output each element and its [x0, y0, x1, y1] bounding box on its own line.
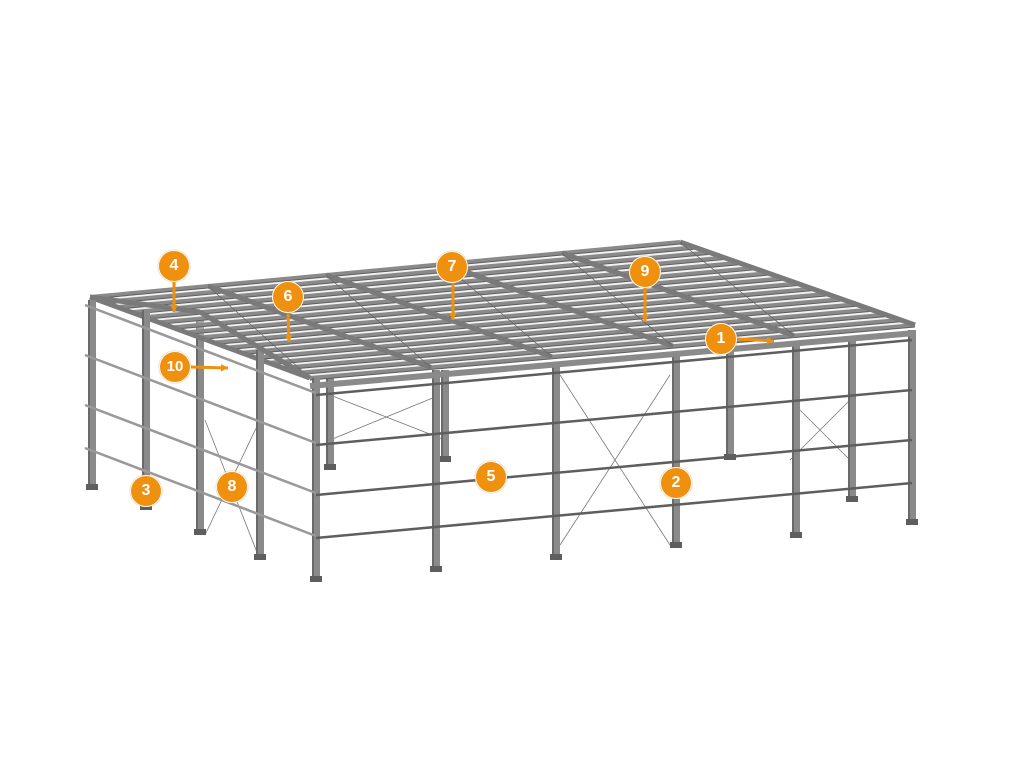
roof-purlin-edge — [254, 305, 857, 361]
roof-purlin — [103, 245, 695, 305]
back-wall-frame — [194, 318, 858, 535]
roof-purlin-edge — [199, 285, 798, 340]
tension-rod-bracing — [329, 394, 446, 441]
roof-rafter — [207, 283, 432, 370]
roof-purlin-edge — [268, 310, 871, 366]
roof-purlin-edge — [213, 290, 813, 346]
roof-purlin — [131, 255, 725, 315]
arrow-head-icon — [284, 334, 293, 342]
roof-rafter — [89, 294, 311, 381]
callout-5[interactable]: 5 — [475, 461, 507, 493]
callout-1[interactable]: 1 — [705, 323, 737, 355]
roof-purlin — [117, 250, 710, 310]
roof-rafter — [679, 239, 916, 328]
roof-purlin — [282, 312, 886, 370]
roof-purlin — [296, 317, 901, 375]
callout-arrows — [170, 281, 775, 372]
wall-girt — [315, 438, 913, 497]
arrow-head-icon — [641, 314, 649, 322]
roof-purlin — [254, 302, 857, 360]
roof-purlin-edge — [89, 243, 681, 300]
roof-purlin — [89, 240, 681, 299]
roof-bracing — [325, 274, 432, 368]
roof-bracing — [679, 241, 795, 336]
tension-rod-bracing — [329, 394, 441, 441]
roof-purlin-edge — [296, 321, 901, 376]
roof-rafter — [443, 261, 674, 349]
roof-purlin-edge — [172, 274, 769, 330]
arrow-head-icon — [170, 304, 178, 312]
front-wall-frame — [84, 294, 918, 582]
cross-bracing — [204, 374, 851, 561]
roof-purlin — [268, 307, 872, 365]
arrow-head-icon — [766, 336, 774, 345]
roof-purlin-edge — [282, 316, 886, 371]
end-wall-girt — [84, 303, 317, 395]
overhang-beam — [89, 294, 201, 315]
roof-purlin-edge — [309, 326, 916, 381]
roof-bracing — [207, 285, 311, 379]
roof-purlin-edge — [186, 279, 783, 335]
roof-bracing — [561, 252, 674, 347]
tension-rod-bracing — [559, 374, 671, 546]
roof-purlin-edge — [131, 259, 725, 315]
callout-9[interactable]: 9 — [629, 256, 661, 288]
roof-purlin — [213, 286, 813, 345]
callout-2[interactable]: 2 — [660, 467, 692, 499]
callout-4[interactable]: 4 — [158, 250, 190, 282]
wall-girt — [315, 481, 913, 540]
roof-frame — [89, 239, 916, 381]
callout-6[interactable]: 6 — [272, 281, 304, 313]
roof-purlin — [309, 323, 916, 380]
roof-rafter — [561, 250, 795, 338]
roof-purlin-edge — [241, 300, 842, 356]
arrow-head-icon — [220, 363, 228, 372]
end-wall-girt — [84, 353, 317, 445]
callout-8[interactable]: 8 — [216, 471, 248, 503]
arrow-head-icon — [449, 312, 457, 320]
roof-purlin — [186, 276, 783, 335]
roof-purlin-edge — [227, 295, 827, 351]
roof-purlin-edge — [117, 253, 710, 310]
eave-beam — [309, 330, 916, 389]
roof-purlin — [172, 271, 769, 330]
callout-10[interactable]: 10 — [159, 351, 191, 383]
callout-7[interactable]: 7 — [436, 251, 468, 283]
wall-girt — [315, 338, 913, 397]
end-wall-girt — [84, 403, 317, 495]
roof-rafter — [325, 272, 553, 360]
callout-3[interactable]: 3 — [130, 475, 162, 507]
roof-purlin — [227, 291, 828, 350]
end-wall-girt — [84, 446, 317, 538]
roof-purlin-edge — [103, 248, 695, 305]
roof-purlin — [241, 297, 842, 355]
wall-girt — [315, 388, 913, 447]
roof-purlin — [199, 281, 798, 340]
gable-rafter — [198, 309, 312, 381]
